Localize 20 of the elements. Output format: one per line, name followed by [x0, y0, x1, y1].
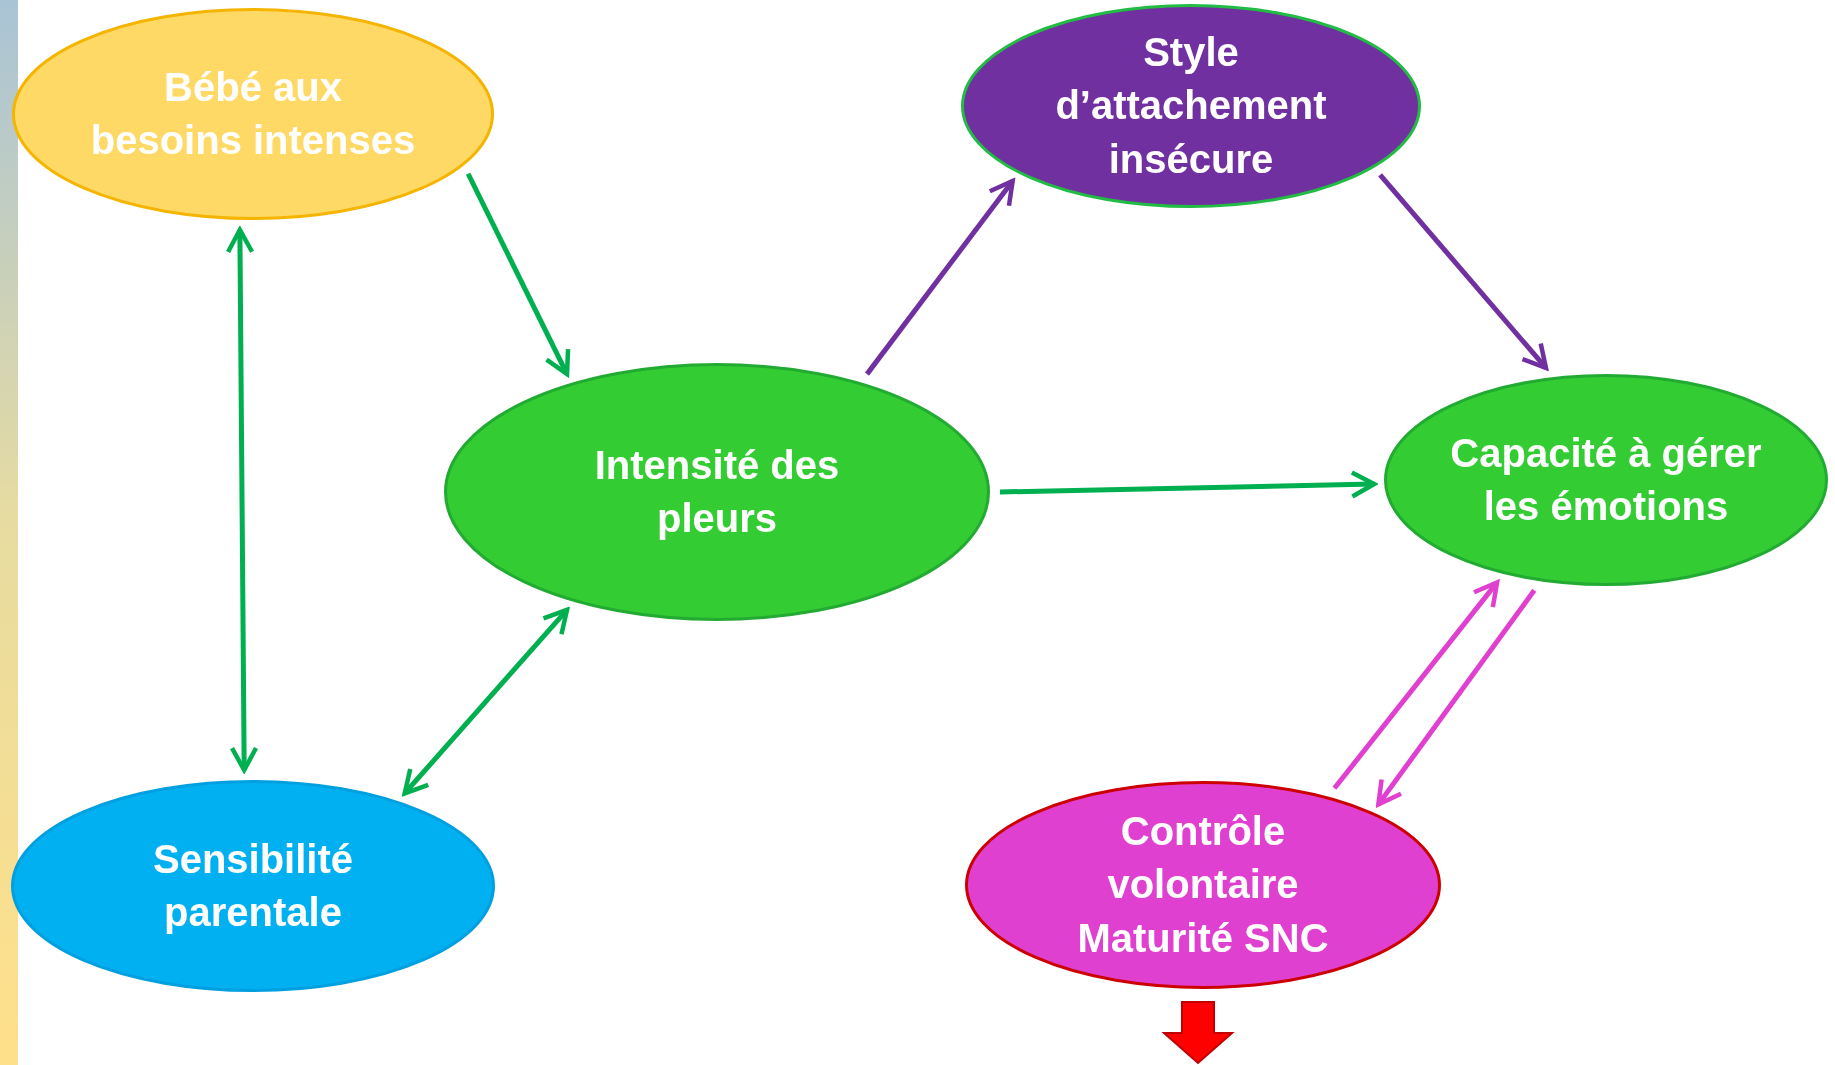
ellipse-node — [961, 4, 1421, 208]
arrow — [1332, 580, 1500, 790]
ellipse-node — [1384, 374, 1828, 586]
ellipse-node — [12, 8, 494, 220]
arrow — [999, 470, 1377, 499]
ellipse-node — [444, 363, 990, 621]
ellipse-node — [11, 780, 495, 992]
node-label: Capacité à gérer les émotions — [1449, 429, 1763, 530]
arrow — [225, 227, 259, 773]
arrow — [864, 178, 1015, 376]
arrow — [402, 607, 570, 796]
arrow — [1376, 588, 1537, 807]
node-label: Style d’attachement insécure — [1054, 29, 1328, 183]
node-label: Contrôle volontaire Maturité SNC — [1076, 808, 1330, 962]
node-label: Sensibilité parentale — [151, 835, 355, 936]
node-label: Intensité des pleurs — [593, 441, 841, 542]
ellipse-node — [965, 781, 1441, 989]
arrow — [465, 172, 571, 377]
arrow — [1378, 173, 1549, 371]
node-label: Bébé aux besoins intenses — [89, 63, 417, 164]
